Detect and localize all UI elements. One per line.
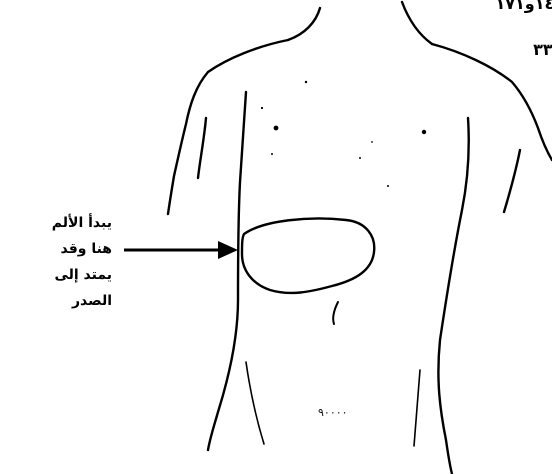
annotation-line-1: يبدأ الألم [22, 210, 112, 236]
annotation-line-4: الصدر [22, 288, 112, 314]
annotation-line-2: هنا وقد [22, 236, 112, 262]
abdomen-line [333, 302, 338, 324]
neck-left-line [288, 8, 320, 40]
left-torso-line [208, 92, 246, 450]
pointer-arrow [124, 241, 238, 259]
right-arm-line [504, 150, 520, 212]
right-torso-line [438, 118, 468, 474]
right-nipple-mark [422, 130, 426, 134]
navel-label: ٩٠٠٠٠ [318, 406, 348, 419]
reference-text-right: (٣٣ [533, 40, 552, 59]
reference-text-top: ١٤٤و١٧١ [495, 0, 552, 13]
annotation-line-3: يمتد إلى [22, 262, 112, 288]
left-nipple-mark [274, 126, 279, 131]
right-shoulder-outline [432, 44, 552, 160]
left-arm-inner-line [198, 118, 206, 178]
neck-right-line [402, 2, 432, 44]
stomach-outline [242, 219, 374, 293]
hip-right-line [414, 370, 420, 446]
hip-left-line [246, 362, 264, 444]
left-shoulder-outline [168, 40, 288, 214]
body-marks [261, 81, 426, 187]
pain-annotation: يبدأ الألم هنا وقد يمتد إلى الصدر [22, 210, 112, 314]
